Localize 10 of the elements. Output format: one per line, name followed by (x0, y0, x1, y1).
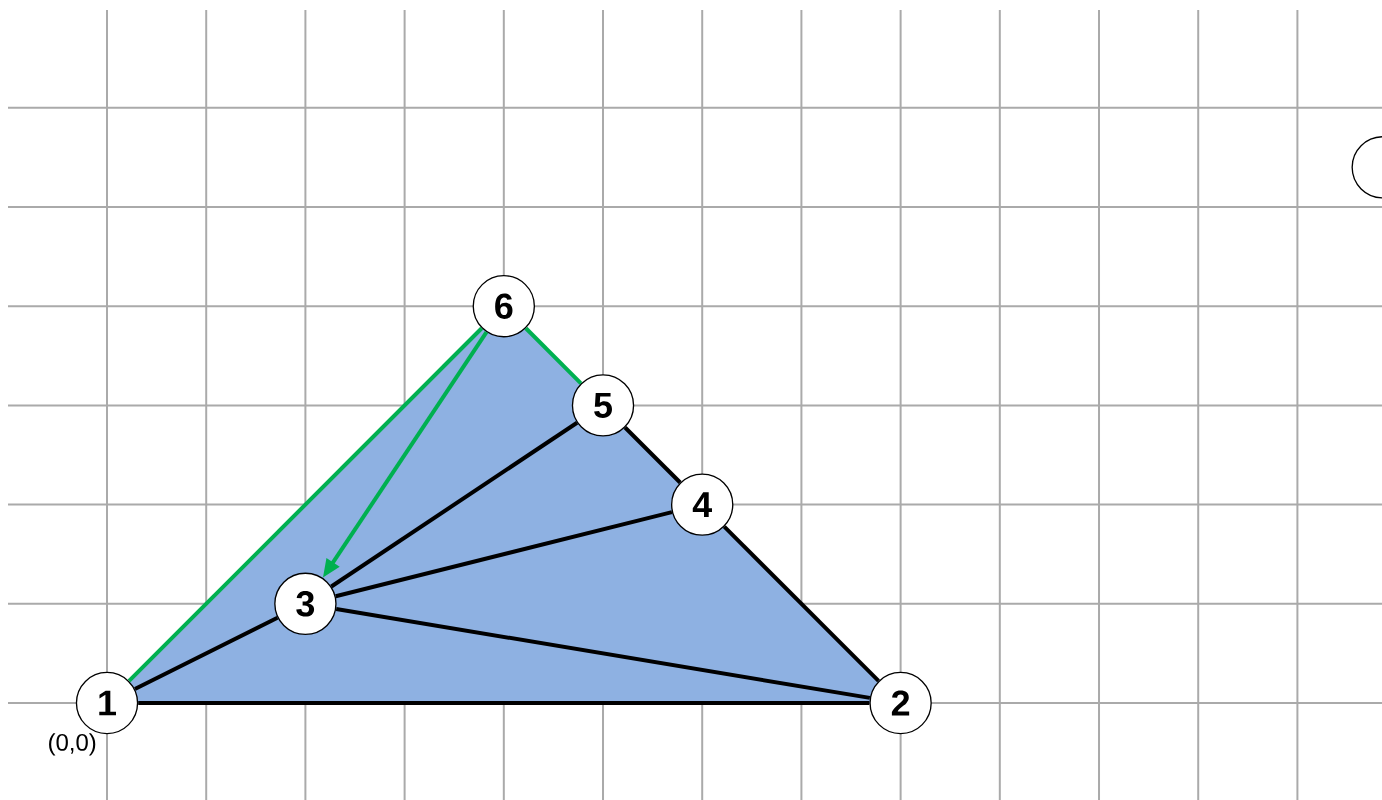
line (335, 606, 871, 700)
coordinate-label: (0,0) (49, 733, 96, 756)
line (127, 326, 484, 683)
line (134, 616, 279, 691)
line (335, 510, 673, 599)
line (330, 421, 579, 589)
line (524, 326, 583, 385)
line (722, 525, 880, 683)
line (623, 426, 682, 484)
line (138, 701, 870, 705)
